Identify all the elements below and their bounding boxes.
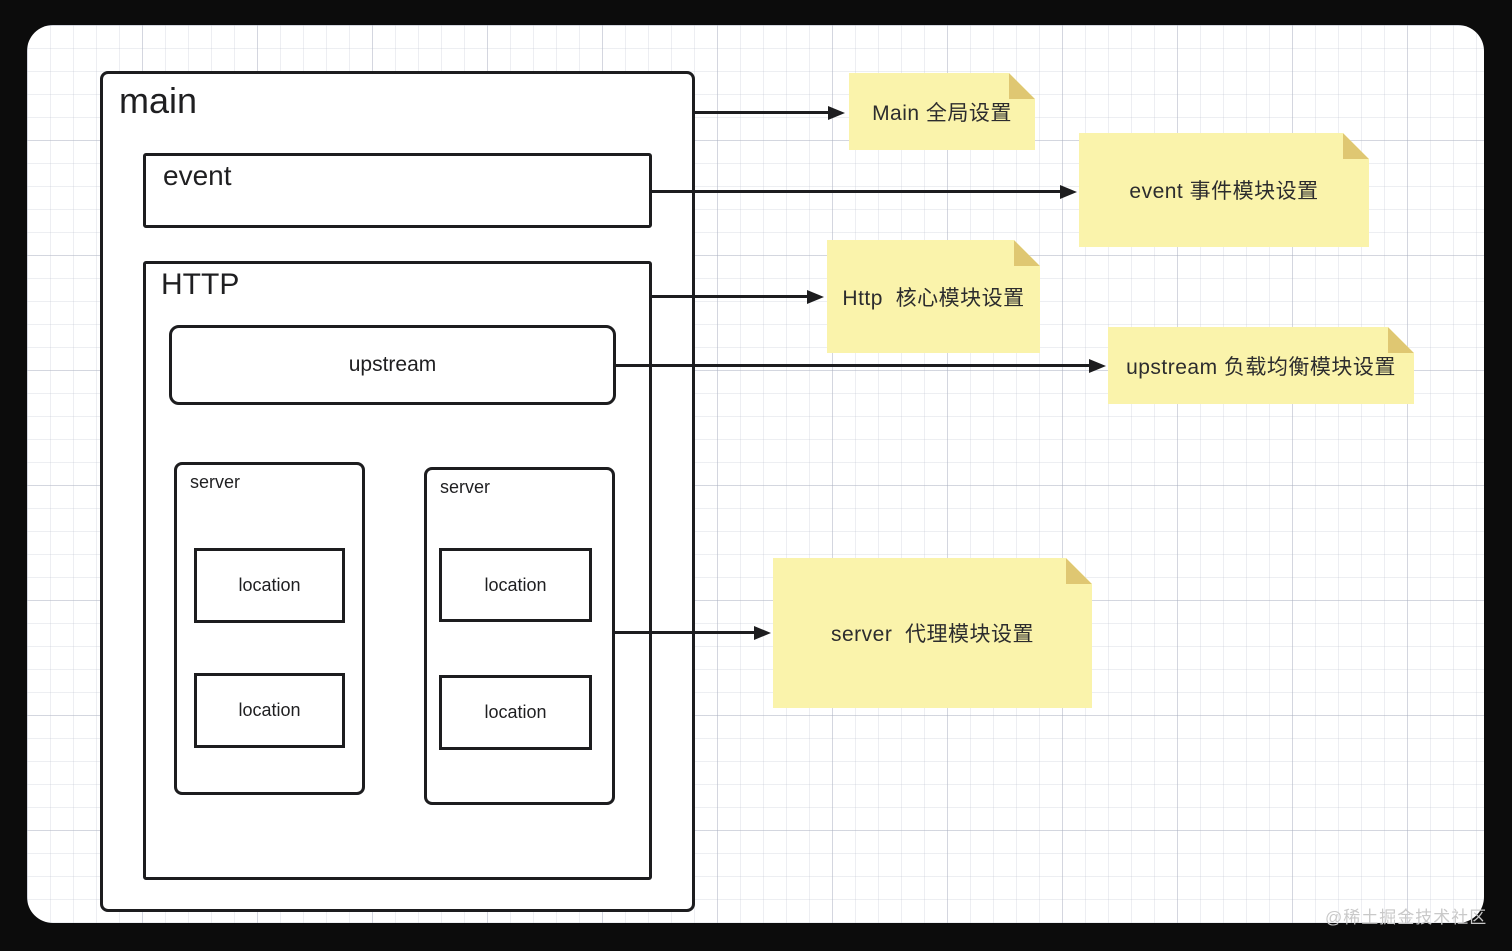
corner-fold-icon [1388,327,1414,353]
sticky-note-event: event 事件模块设置 [1079,133,1369,247]
corner-fold-icon [1066,558,1092,584]
sticky-note-http: Http 核心模块设置 [827,240,1040,353]
grid-paper: main event HTTP upstream server location… [27,25,1484,923]
sticky-note-server: server 代理模块设置 [773,558,1092,708]
arrow-event-to-note [652,184,1077,199]
watermark: @稀土掘金技术社区 [1325,908,1488,927]
sticky-note-upstream: upstream 负载均衡模块设置 [1108,327,1414,404]
sticky-note-server-text: server 代理模块设置 [830,623,1034,646]
arrowhead-icon [1089,358,1106,373]
location-block-1b: location [194,673,345,748]
corner-fold-icon [1014,240,1040,266]
corner-fold-icon [1343,133,1369,159]
location-block-2b-label: location [484,702,547,722]
upstream-block-label: upstream [348,353,437,376]
sticky-note-http-text: Http 核心模块设置 [842,286,1025,310]
server-block-1-label: server [190,472,241,492]
location-block-1b-label: location [238,700,301,720]
sticky-note-main-text: Main 全局设置 [872,101,1012,125]
server-block-2-label: server [440,477,491,497]
upstream-block: upstream [169,325,616,405]
arrowhead-icon [828,105,845,120]
location-block-2b: location [439,675,592,750]
arrow-server-to-note [615,625,771,640]
server-block-2: server [424,467,615,805]
location-block-2a: location [439,548,592,622]
arrowhead-icon [807,289,824,304]
arrow-main-to-note [695,105,845,120]
arrow-upstream-to-note [616,358,1106,373]
sticky-note-event-text: event 事件模块设置 [1129,180,1319,203]
sticky-note-main: Main 全局设置 [849,73,1035,150]
main-block-label: main [119,80,198,121]
location-block-1a-label: location [238,575,301,595]
arrow-http-to-note [652,289,824,304]
http-block-label: HTTP [161,268,240,301]
corner-fold-icon [1009,73,1035,99]
location-block-1a: location [194,548,345,623]
event-block-label: event [163,160,232,191]
sticky-note-upstream-text: upstream 负载均衡模块设置 [1126,355,1396,379]
location-block-2a-label: location [484,574,547,595]
arrowhead-icon [1060,184,1077,199]
arrowhead-icon [754,625,771,640]
event-block: event [143,153,652,228]
